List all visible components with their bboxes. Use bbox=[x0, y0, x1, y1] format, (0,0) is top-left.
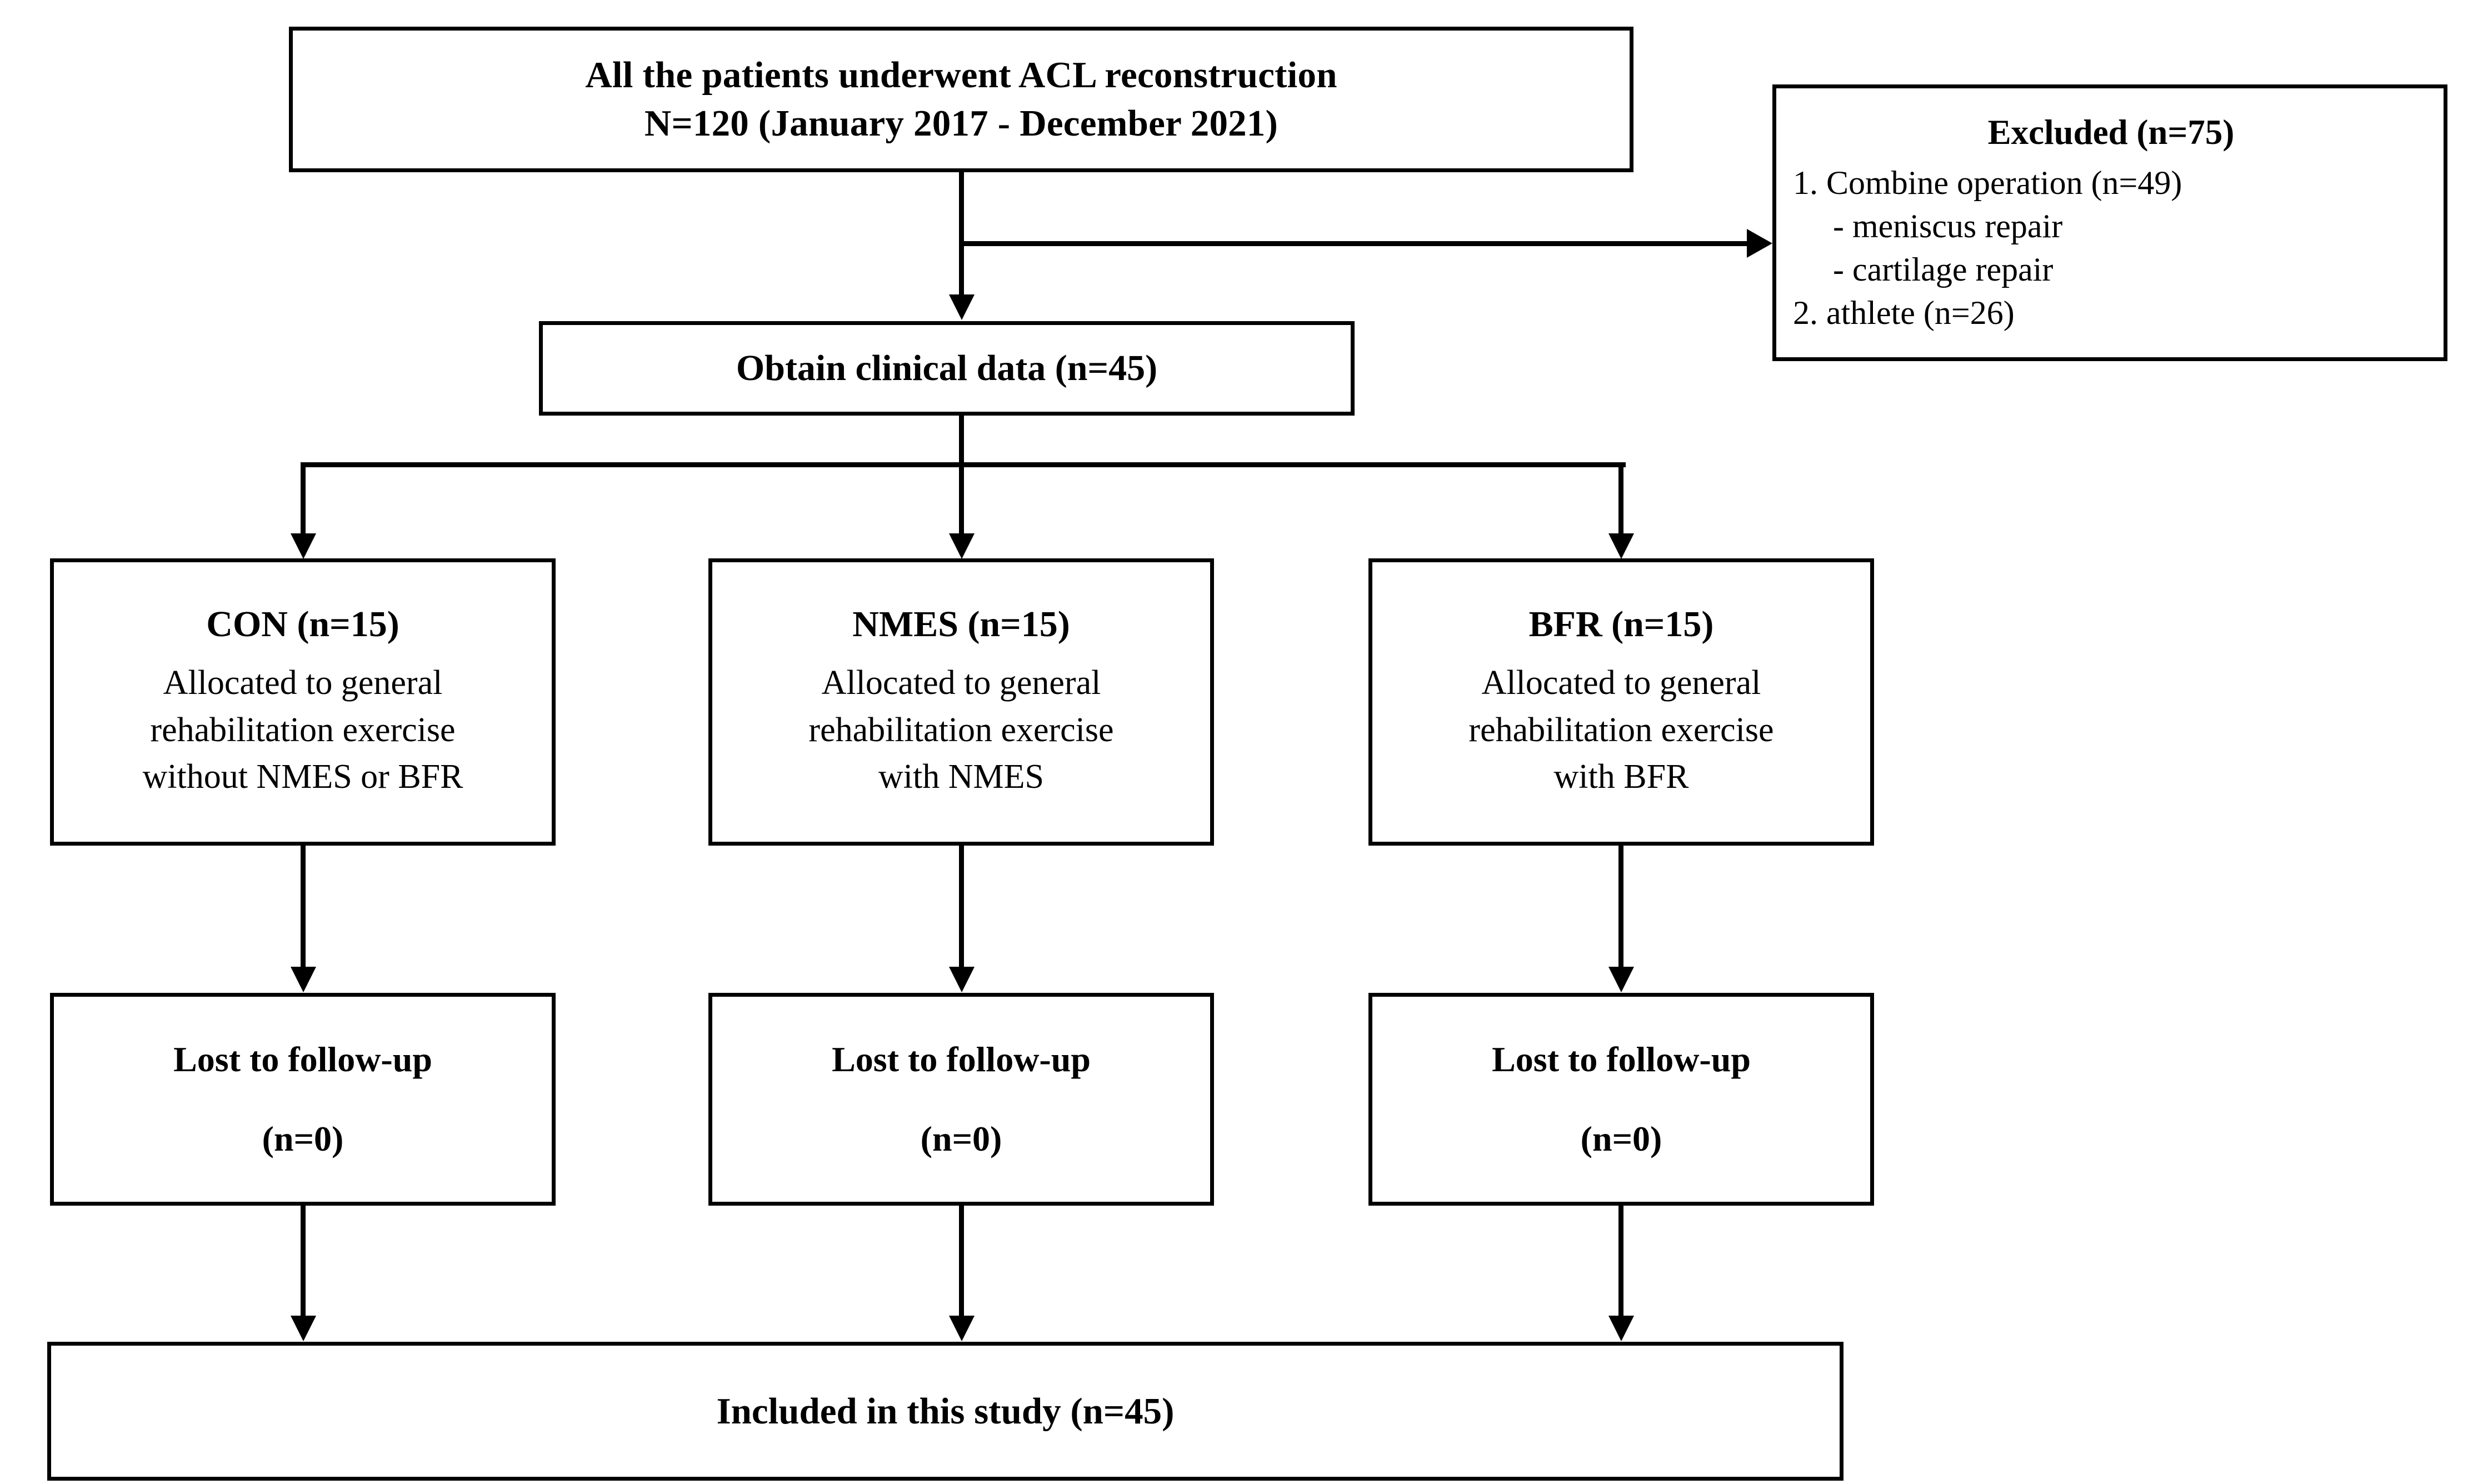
arrow-nmes-to-lost bbox=[949, 967, 975, 992]
connector-nmes-to-lost bbox=[959, 846, 964, 968]
arrow-enrollment-to-obtain bbox=[949, 294, 975, 320]
lost-followup-box-nmes: Lost to follow-up (n=0) bbox=[708, 993, 1214, 1206]
connector-con-to-lost bbox=[301, 846, 306, 968]
arrow-bfr-to-lost bbox=[1608, 967, 1634, 992]
arrow-split-to-nmes bbox=[949, 533, 975, 559]
lost-followup-con-count: (n=0) bbox=[262, 1118, 344, 1158]
lost-followup-con-label: Lost to follow-up bbox=[173, 1039, 432, 1079]
arrow-split-to-bfr bbox=[1608, 533, 1634, 559]
lost-followup-box-con: Lost to follow-up (n=0) bbox=[50, 993, 556, 1206]
excluded-item-4: 2. athlete (n=26) bbox=[1793, 294, 2015, 332]
connector-split-leg-con bbox=[301, 462, 306, 536]
excluded-item-3: - cartilage repair bbox=[1833, 251, 2054, 288]
group-bfr-title: BFR (n=15) bbox=[1528, 603, 1714, 644]
connector-lost-nmes-to-included bbox=[959, 1206, 964, 1317]
excluded-item-1: 1. Combine operation (n=49) bbox=[1793, 164, 2182, 202]
obtain-clinical-data-box: Obtain clinical data (n=45) bbox=[539, 321, 1355, 416]
group-bfr-body-line-3: with BFR bbox=[1553, 757, 1689, 796]
enrollment-line-2: N=120 (January 2017 - December 2021) bbox=[644, 103, 1278, 144]
arrow-lost-nmes-to-included bbox=[949, 1316, 975, 1341]
connector-enrollment-trunk bbox=[959, 172, 964, 296]
group-nmes-title: NMES (n=15) bbox=[852, 603, 1070, 644]
group-bfr-body-line-1: Allocated to general bbox=[1481, 664, 1761, 702]
lost-followup-box-bfr: Lost to follow-up (n=0) bbox=[1368, 993, 1874, 1206]
connector-bfr-to-lost bbox=[1618, 846, 1623, 968]
connector-lost-con-to-included bbox=[301, 1206, 306, 1317]
arrow-to-excluded bbox=[1747, 229, 1772, 258]
arrow-split-to-con bbox=[291, 533, 316, 559]
group-con-body-line-1: Allocated to general bbox=[163, 664, 443, 702]
connector-lost-bfr-to-included bbox=[1618, 1206, 1623, 1317]
group-con-body-line-2: rehabilitation exercise bbox=[150, 711, 456, 749]
group-box-con: CON (n=15) Allocated to general rehabili… bbox=[50, 558, 556, 846]
lost-followup-bfr-count: (n=0) bbox=[1580, 1118, 1662, 1158]
group-box-bfr: BFR (n=15) Allocated to general rehabili… bbox=[1368, 558, 1874, 846]
excluded-item-2: - meniscus repair bbox=[1833, 208, 2063, 245]
group-nmes-body-line-2: rehabilitation exercise bbox=[808, 711, 1114, 749]
group-nmes-body-line-3: with NMES bbox=[878, 757, 1044, 796]
arrow-lost-bfr-to-included bbox=[1608, 1316, 1634, 1341]
connector-split-leg-nmes bbox=[959, 462, 964, 536]
group-nmes-body-line-1: Allocated to general bbox=[821, 664, 1101, 702]
lost-followup-nmes-label: Lost to follow-up bbox=[832, 1039, 1091, 1079]
lost-followup-bfr-label: Lost to follow-up bbox=[1492, 1039, 1751, 1079]
excluded-box: Excluded (n=75) 1. Combine operation (n=… bbox=[1772, 84, 2447, 361]
arrow-con-to-lost bbox=[291, 967, 316, 992]
enrollment-line-1: All the patients underwent ACL reconstru… bbox=[585, 54, 1337, 96]
arrow-lost-con-to-included bbox=[291, 1316, 316, 1341]
enrollment-box: All the patients underwent ACL reconstru… bbox=[289, 27, 1633, 172]
included-label: Included in this study (n=45) bbox=[716, 1390, 1175, 1432]
connector-obtain-trunk bbox=[959, 416, 964, 467]
group-bfr-body-line-2: rehabilitation exercise bbox=[1468, 711, 1774, 749]
group-con-title: CON (n=15) bbox=[206, 603, 399, 644]
group-box-nmes: NMES (n=15) Allocated to general rehabil… bbox=[708, 558, 1214, 846]
included-box: Included in this study (n=45) bbox=[47, 1342, 1843, 1481]
obtain-clinical-data-label: Obtain clinical data (n=45) bbox=[736, 348, 1158, 388]
connector-split-leg-bfr bbox=[1618, 462, 1623, 536]
lost-followup-nmes-count: (n=0) bbox=[920, 1118, 1002, 1158]
group-con-body-line-3: without NMES or BFR bbox=[142, 757, 463, 796]
excluded-title: Excluded (n=75) bbox=[1987, 112, 2235, 152]
connector-excluded-branch bbox=[959, 241, 1748, 246]
